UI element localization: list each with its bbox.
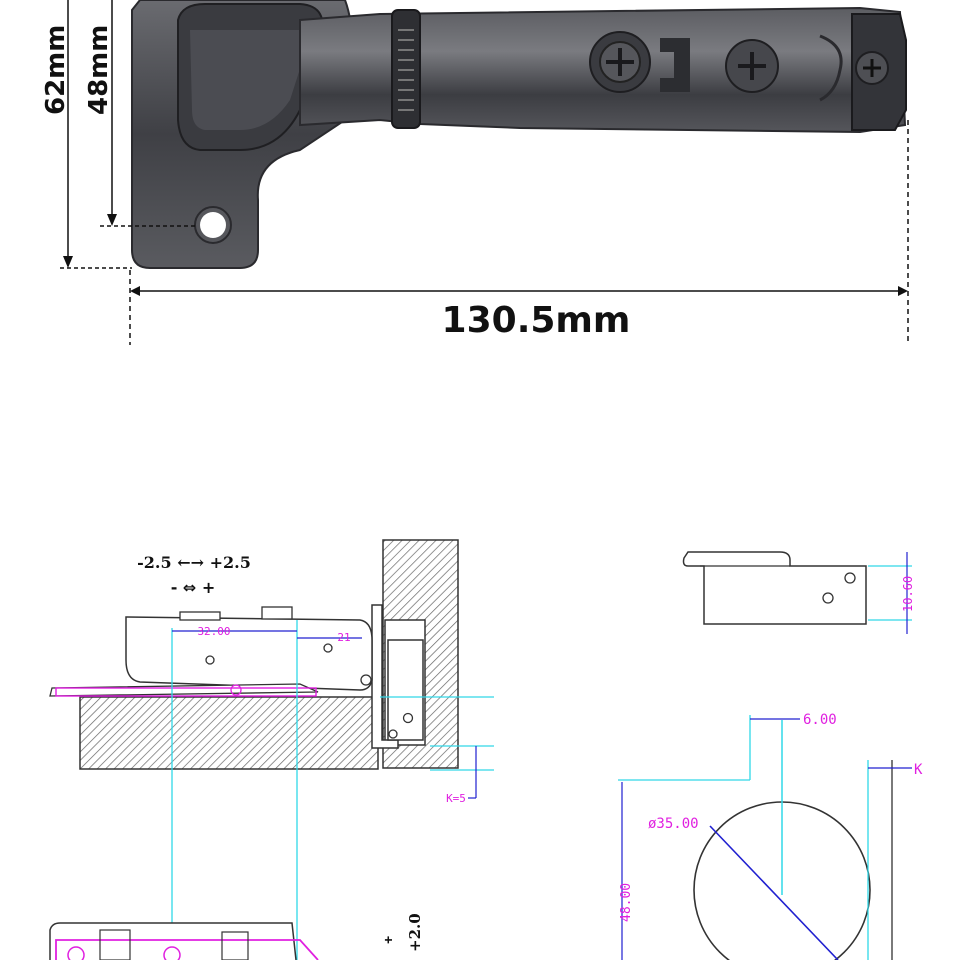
door-panel	[79, 696, 379, 770]
cup-view-drawing: 6.00 ø35.00 48.00 K	[618, 712, 923, 960]
adjust-slot	[660, 38, 690, 92]
height-total-label: 62mm	[41, 25, 71, 115]
height-hole-label: 48mm	[84, 25, 114, 115]
dim-10-6-label: 10.60	[901, 576, 915, 612]
hinge-photo	[131, 0, 907, 269]
dim-6-label: 6.00	[803, 712, 837, 728]
diameter-line	[709, 825, 839, 960]
height-adjust-label: +2.0	[406, 913, 424, 952]
knuckle-teeth	[398, 29, 414, 111]
photo-dimensions	[60, 0, 909, 345]
side-view-drawing: 32.00 21 K=5 -2.5 ←→ +2.5 - ⇔ + +2.0 +	[49, 539, 494, 960]
plate-outline	[682, 551, 867, 625]
plate-view-drawing: 10.60	[682, 551, 915, 634]
cup-k-label: K	[914, 762, 923, 778]
screw-end-icon	[855, 51, 889, 85]
hinge-bottom-view	[49, 922, 297, 960]
width-label: 130.5mm	[442, 300, 631, 341]
depth-adjust-label: -2.5 ←→ +2.5	[137, 553, 251, 572]
screw-right-icon	[725, 39, 779, 93]
screw-left-icon	[589, 31, 651, 93]
diameter-label: ø35.00	[648, 816, 699, 832]
height-adjust-symbol: +	[380, 936, 396, 944]
dim-32-label: 32.00	[197, 625, 230, 638]
dim-48-label: 48.00	[619, 883, 634, 922]
hinge-base-outline	[49, 683, 319, 697]
cyan-guides	[171, 620, 494, 960]
hinge-arm-outline	[125, 616, 373, 691]
k5-label: K=5	[446, 792, 466, 805]
blue-dims	[172, 630, 477, 799]
dim-21-label: 21	[337, 631, 350, 644]
depth-adjust-symbols: - ⇔ +	[171, 578, 216, 597]
